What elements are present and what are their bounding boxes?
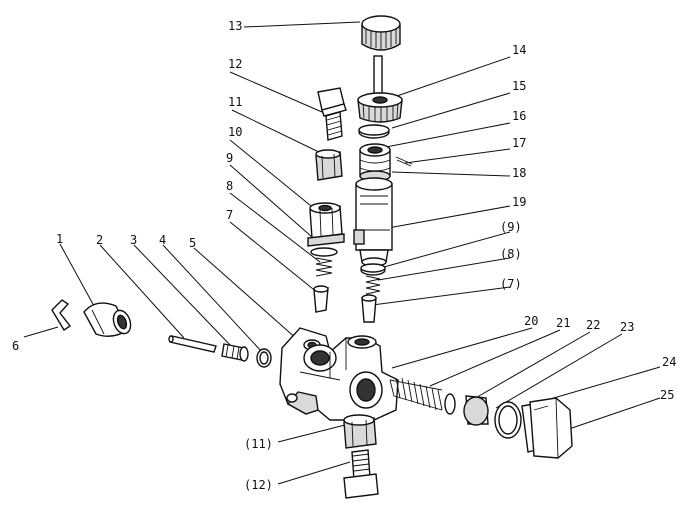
leader-12 [229, 71, 323, 113]
leader-9b [383, 231, 511, 268]
label-21: 21 [556, 316, 570, 330]
part-13-primer-knob [361, 15, 401, 100]
label-22: 22 [586, 318, 600, 332]
label-8: 8 [226, 179, 233, 193]
label-11b: (11) [244, 437, 273, 451]
label-4: 4 [159, 233, 166, 247]
label-12b: (12) [244, 478, 273, 492]
leader-18 [391, 171, 511, 177]
part-2-pin [168, 335, 217, 353]
part-22-cup [463, 395, 489, 426]
part-11-nut [315, 149, 343, 181]
part-15-washer [358, 124, 390, 139]
label-20: 20 [524, 314, 538, 328]
part-17-pin [395, 156, 413, 167]
leader-17 [404, 148, 511, 164]
label-3: 3 [130, 233, 137, 247]
leader-16 [385, 122, 511, 148]
part-14-knurled-cap [357, 92, 403, 123]
label-18: 18 [512, 166, 526, 180]
part-8b-spring [365, 275, 381, 295]
leader-21 [429, 329, 561, 387]
label-5: 5 [189, 236, 196, 250]
leader-3 [133, 244, 233, 348]
leader-20 [391, 327, 533, 369]
leader-11b [277, 424, 346, 443]
label-6: 6 [12, 339, 19, 353]
label-13: 13 [228, 19, 242, 33]
part-19-pump-cylinder [353, 177, 393, 267]
label-11: 11 [228, 95, 242, 109]
leader-23 [495, 333, 623, 409]
label-7: 7 [226, 208, 233, 222]
part-7b-valve [361, 294, 377, 323]
label-2: 2 [96, 233, 103, 247]
leader-25 [565, 397, 661, 431]
label-17: 17 [512, 136, 526, 150]
leader-8 [229, 192, 321, 263]
label-12: 12 [228, 57, 242, 71]
leader-1 [59, 243, 95, 307]
leader-5 [193, 247, 299, 341]
part-7-valve [313, 285, 329, 313]
leader-15 [391, 92, 511, 129]
label-14: 14 [512, 43, 526, 57]
part-5-pump-housing [279, 327, 399, 421]
leader-2 [99, 244, 185, 339]
leader-9 [229, 164, 313, 238]
part-3-plunger [221, 343, 249, 362]
label-8b: (8) [500, 247, 522, 261]
part-labels: 13 12 11 10 9 8 7 14 15 16 17 18 19 (9) … [12, 19, 676, 492]
part-9b-washer [360, 263, 386, 276]
part-4-o-ring [256, 348, 272, 368]
label-7b: (7) [500, 277, 522, 291]
leader-19 [387, 205, 511, 229]
label-10: 10 [228, 125, 242, 139]
part-6-l-pin [51, 299, 72, 331]
part-1-sleeve [83, 302, 132, 337]
part-12b-banjo-bolt-bottom [343, 449, 379, 499]
label-25: 25 [660, 388, 674, 402]
part-23-seal-ring [494, 401, 522, 439]
label-9: 9 [226, 151, 233, 165]
leader-8b [377, 257, 511, 281]
leader-24 [539, 366, 661, 403]
leader-13 [243, 21, 361, 28]
leader-11 [231, 109, 326, 156]
label-16: 16 [512, 109, 526, 123]
label-15: 15 [512, 79, 526, 93]
leader-lines [23, 21, 661, 485]
leader-7b [371, 286, 511, 306]
leader-4 [162, 244, 263, 353]
leader-7 [229, 221, 319, 294]
part-16-18-cylinder-top [359, 143, 391, 182]
leader-10 [229, 139, 317, 211]
label-1: 1 [56, 232, 63, 246]
label-19: 19 [512, 195, 526, 209]
leader-14 [393, 56, 511, 98]
label-23: 23 [620, 320, 634, 334]
leader-6 [23, 326, 59, 338]
part-21-disc [444, 393, 456, 415]
label-24: 24 [662, 355, 676, 369]
leader-12b [277, 461, 351, 485]
leader-22 [471, 331, 591, 401]
part-9-washer [310, 247, 338, 257]
part-24-25-hex-plug [521, 397, 573, 459]
part-12-banjo-bolt-top [317, 87, 347, 141]
part-8-spring [315, 257, 333, 277]
label-9b: (9) [500, 220, 522, 234]
part-20-spring [389, 377, 443, 411]
part-11b-nut-bottom [343, 414, 377, 449]
part-10-hex-fitting [307, 202, 345, 247]
